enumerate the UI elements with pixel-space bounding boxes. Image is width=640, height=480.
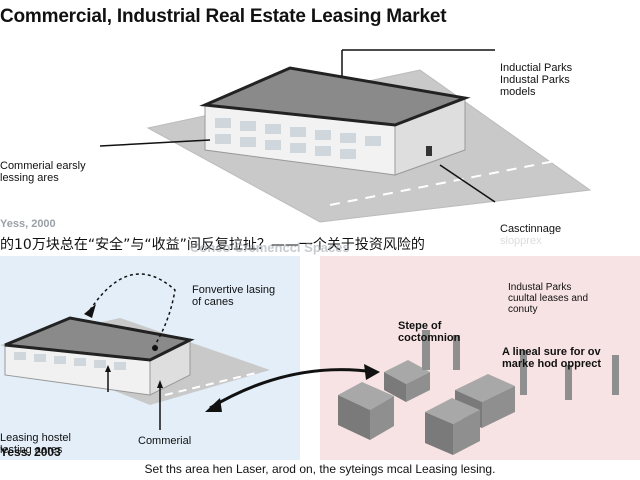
leader-left — [99, 139, 211, 147]
door — [426, 146, 432, 156]
faded-heading: Conco Cremenccl Spaces — [190, 240, 350, 255]
left-road-stripe — [164, 371, 261, 396]
diagram-title: Commercial, Industrial Real Estate Leasi… — [0, 6, 447, 27]
year-2000: Yess, 2000 — [0, 218, 56, 230]
building-roof — [199, 66, 471, 127]
overlay-subtitle: 的10万块总在“安全”与“收益”间反复拉扯？——一个关于投资风险的 — [0, 234, 640, 256]
caption: Set ths area hen Laser, arod on, the syt… — [144, 462, 496, 476]
right-blocks — [338, 360, 515, 455]
dotted-arc-arrow — [89, 273, 176, 346]
double-arrow — [209, 368, 376, 410]
arc-arrow-end — [152, 345, 158, 351]
label-commerial-bottom: Commerial — [138, 435, 192, 447]
year-2003: Yess. 2003 — [0, 445, 61, 459]
right-pillars — [422, 330, 619, 400]
double-arrow-head-right — [364, 364, 380, 380]
leader-cast — [439, 164, 496, 203]
arc-arrow-head — [84, 304, 96, 318]
building-windows — [215, 118, 381, 159]
left-building-roof — [4, 316, 195, 362]
road-stripe — [329, 159, 561, 206]
double-arrow-head-left — [205, 398, 222, 412]
